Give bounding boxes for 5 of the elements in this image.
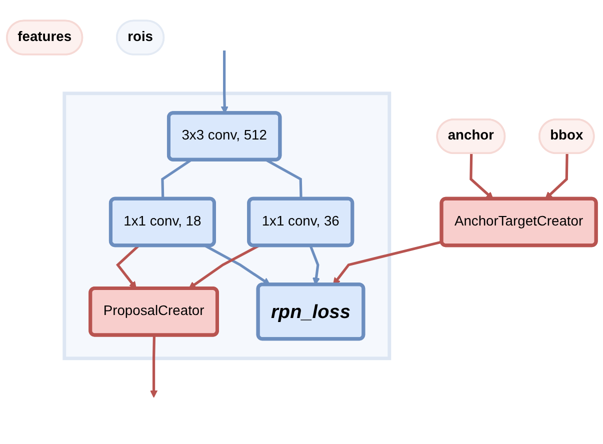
arrow [150, 335, 158, 398]
arrow [470, 154, 494, 200]
cluster [62, 92, 392, 360]
arrow [544, 154, 568, 200]
connector [161, 159, 192, 200]
